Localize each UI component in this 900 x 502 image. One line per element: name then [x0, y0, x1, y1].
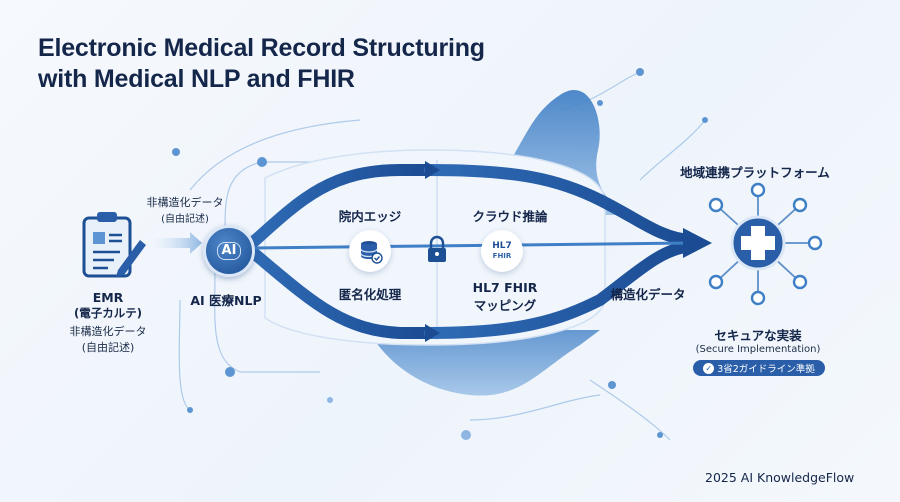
emr-label: EMR (電子カルテ) 非構造化データ (自由記述) [69, 290, 147, 354]
footer-credit: 2025 AI KnowledgeFlow [705, 470, 855, 485]
secure-implementation: セキュアな実装 (Secure Implementation) [695, 328, 821, 355]
cloud-heading: クラウド推論 [472, 209, 548, 224]
database-shield-icon [349, 230, 391, 272]
decorative-dots [172, 68, 708, 440]
lock-icon [428, 235, 446, 262]
cloud-label: HL7 FHIR マッピング [472, 280, 538, 313]
structured-data-label: 構造化データ [610, 287, 686, 302]
flow-arrowheads [425, 161, 712, 342]
title-line-1: Electronic Medical Record Structuring [38, 34, 485, 62]
input-top-label: 非構造化データ (自由記述) [146, 196, 224, 225]
regional-platform-label: 地域連携プラットフォーム [680, 165, 830, 180]
ai-brain-icon: AI [216, 242, 242, 260]
medical-cross-icon [741, 226, 775, 260]
page-title: Electronic Medical Record Structuring wi… [38, 33, 558, 95]
input-arrow [150, 232, 202, 254]
network-nodes [708, 182, 823, 306]
hl7-fhir-icon: HL7 FHIR [481, 230, 523, 272]
database-icon [360, 241, 383, 264]
title-line-2: with Medical NLP and FHIR [38, 65, 355, 93]
clipboard-icon [82, 212, 146, 278]
ai-nlp-node: AI [203, 225, 255, 277]
main-flows [244, 164, 696, 339]
edge-label: 匿名化処理 [338, 287, 402, 302]
check-icon: ✓ [703, 362, 715, 374]
edge-heading: 院内エッジ [338, 209, 402, 224]
guideline-badge: ✓ 3省2ガイドライン準拠 [693, 360, 825, 376]
ai-nlp-label: AI 医療NLP [190, 293, 262, 308]
